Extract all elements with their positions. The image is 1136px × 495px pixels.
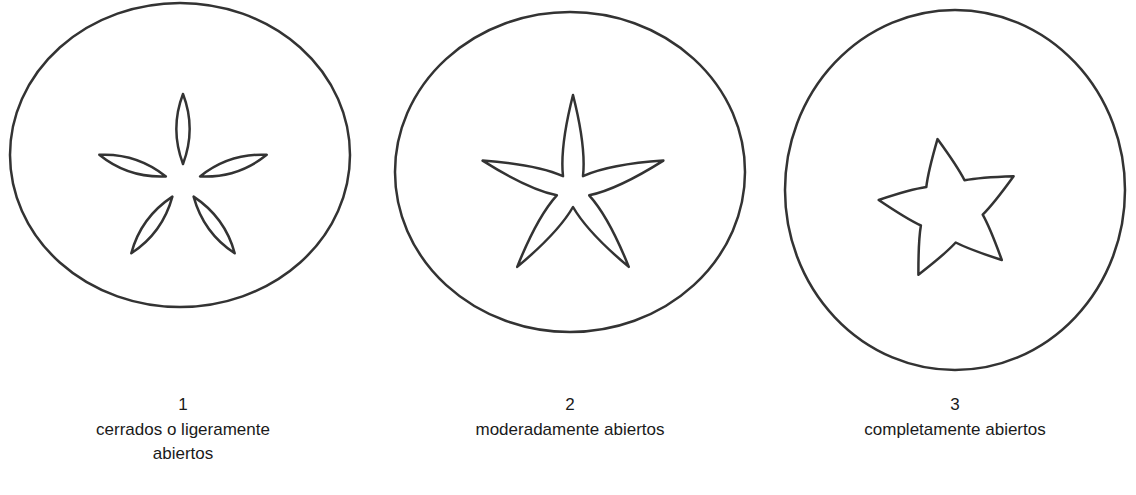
figure-caption: cerrados o ligeramente abiertos: [68, 418, 298, 466]
figure-number: 1: [153, 393, 213, 417]
locule-shape: [131, 197, 172, 254]
figure-caption: moderadamente abiertos: [440, 418, 700, 442]
locule-shape: [483, 95, 664, 267]
figure-number: 2: [540, 393, 600, 417]
figure-caption: completamente abiertos: [825, 418, 1085, 442]
fruit-outline: [10, 3, 350, 307]
locule-shape: [99, 155, 166, 177]
locule-shape: [194, 197, 235, 254]
fruit-outline: [395, 12, 745, 332]
fruit-outline: [785, 10, 1125, 370]
figure-number: 3: [925, 393, 985, 417]
locule-shape: [200, 155, 267, 177]
locule-shape: [879, 139, 1014, 275]
locule-shape: [176, 94, 189, 164]
